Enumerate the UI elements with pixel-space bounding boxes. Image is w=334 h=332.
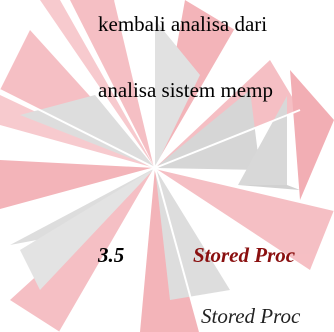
section-title: Stored Proc [193, 243, 296, 267]
section-number: 3.5 [98, 243, 125, 267]
body-text-line: analisa sistem memp [98, 78, 273, 102]
body-text-line: Stored Proc [201, 304, 301, 328]
body-text-line: kembali analisa dari [98, 12, 268, 36]
